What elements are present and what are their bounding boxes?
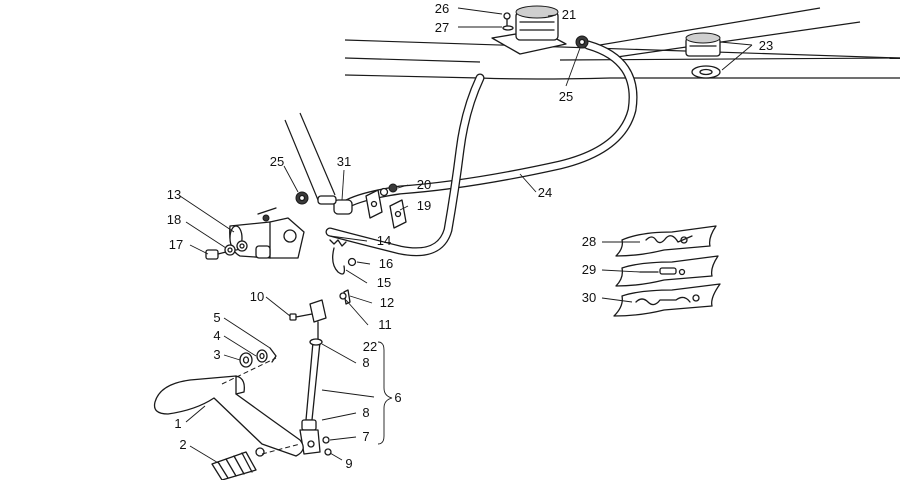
- banjo-bolt: [205, 240, 248, 260]
- hose-clamp-lower: [295, 191, 309, 205]
- callout-18: 18: [167, 212, 181, 227]
- callout-22: 22: [363, 339, 377, 354]
- callout-28: 28: [582, 234, 596, 249]
- callout-26: 26: [435, 1, 449, 16]
- repair-kit-28: [615, 225, 717, 257]
- callout-29: 29: [582, 262, 596, 277]
- foot-pedal-rubber: [211, 451, 257, 481]
- callout-25-lower: 25: [270, 154, 284, 169]
- callout-5: 5: [213, 310, 220, 325]
- callout-6: 6: [394, 390, 401, 405]
- callout-15: 15: [377, 275, 391, 290]
- clevis: [289, 299, 327, 341]
- brake-pedal: [153, 357, 304, 457]
- callout-23: 23: [759, 38, 773, 53]
- callout-bracket-6: [377, 341, 393, 445]
- callout-30: 30: [582, 290, 596, 305]
- callout-12: 12: [380, 295, 394, 310]
- brackets: [365, 183, 407, 229]
- callout-10: 10: [250, 289, 264, 304]
- frame-tubes: [284, 7, 900, 201]
- callout-31: 31: [337, 154, 351, 169]
- hose-clamp-upper: [575, 35, 589, 49]
- return-spring: [329, 239, 357, 305]
- callout-9: 9: [345, 456, 352, 471]
- reservoir-cap: [685, 32, 721, 79]
- callout-3: 3: [213, 347, 220, 362]
- callout-20: 20: [417, 177, 431, 192]
- repair-kit-30: [613, 283, 721, 317]
- pushrod-assembly: [299, 338, 332, 456]
- callout-numbers: 1 2 3 4 5 6 7 8 8 9 10 11 12 13 14 15 16…: [167, 1, 773, 471]
- callout-7: 7: [362, 429, 369, 444]
- callout-19: 19: [417, 198, 431, 213]
- callout-8-upper: 8: [362, 355, 369, 370]
- callout-17: 17: [169, 237, 183, 252]
- callout-24: 24: [538, 185, 552, 200]
- brake-fluid-reservoir: [491, 5, 567, 55]
- hose-union: [317, 195, 353, 215]
- callout-8-lower: 8: [362, 405, 369, 420]
- callout-2: 2: [179, 437, 186, 452]
- callout-1: 1: [174, 416, 181, 431]
- repair-kit-29: [615, 255, 719, 287]
- callout-21: 21: [562, 7, 576, 22]
- callout-16: 16: [379, 256, 393, 271]
- callout-11: 11: [378, 317, 392, 332]
- callout-4: 4: [213, 328, 220, 343]
- callout-25-upper: 25: [559, 89, 573, 104]
- leader-lines: [179, 7, 753, 465]
- master-cylinder: [229, 207, 305, 259]
- callout-13: 13: [167, 187, 181, 202]
- pedal-pivot-parts: [239, 347, 277, 368]
- callout-14: 14: [377, 233, 391, 248]
- callout-27: 27: [435, 20, 449, 35]
